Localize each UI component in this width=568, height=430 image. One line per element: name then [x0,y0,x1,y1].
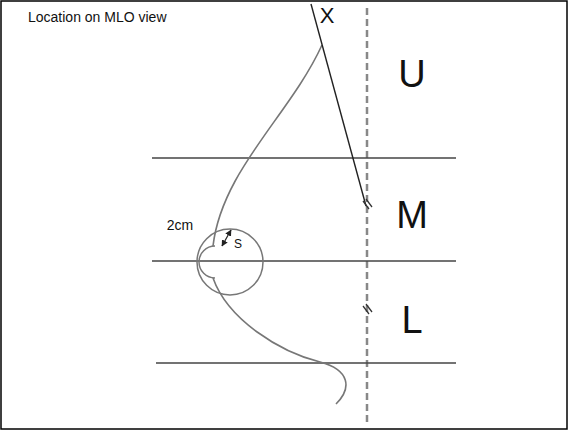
zone-line [152,157,456,158]
projection-mark: X [320,5,335,27]
zone-line [156,362,456,363]
tick-mark [363,199,372,314]
distance-label: 2cm [167,218,193,232]
nipple [199,246,215,278]
zone-letter: L [401,301,422,339]
breast-outline [213,45,346,404]
chest-wall-line [366,8,369,422]
subareolar-circle [197,229,263,295]
distance-symbol: S [234,238,242,250]
distance-arrow [222,230,231,246]
figure-title: Location on MLO view [28,10,167,24]
zone-letter: M [396,196,428,234]
zone-letter: U [398,55,425,93]
pectoral-line [311,4,366,206]
